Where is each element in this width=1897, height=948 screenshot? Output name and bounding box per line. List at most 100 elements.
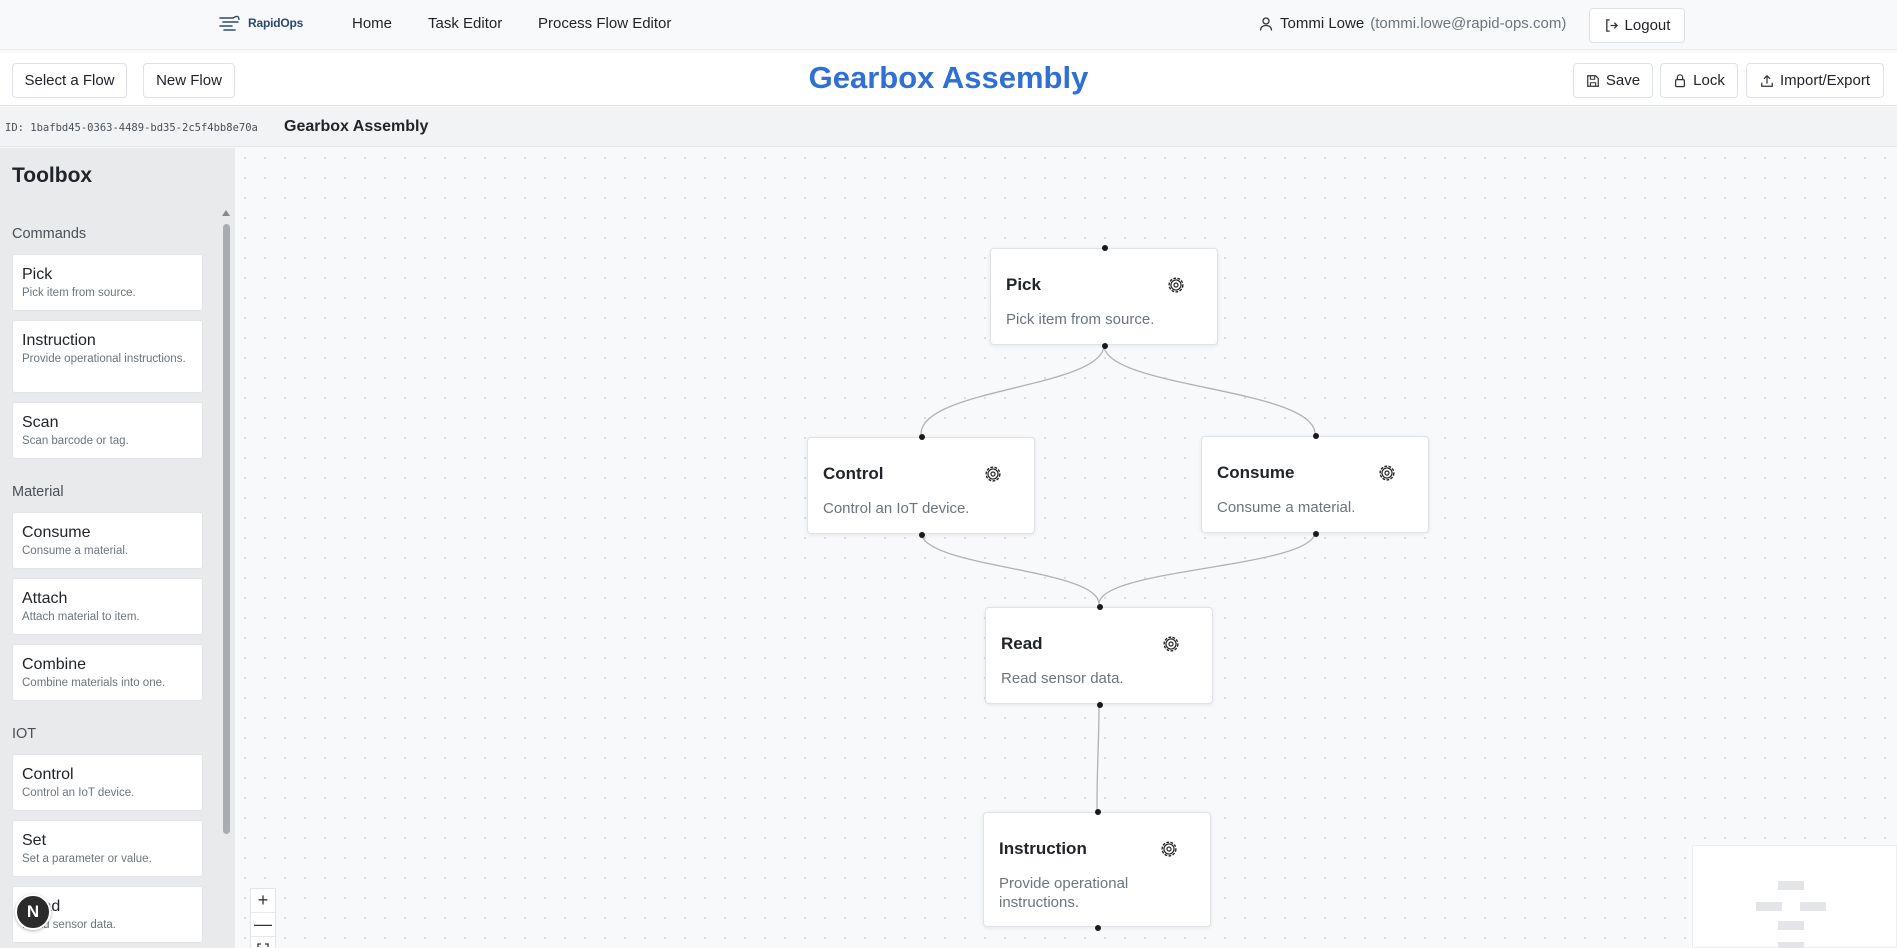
logout-icon	[1605, 19, 1618, 32]
save-label: Save	[1605, 72, 1641, 89]
node-desc: Provide operational instructions.	[999, 875, 1129, 911]
toolbox-item-title: Pick	[22, 266, 53, 283]
nav-link-task-editor[interactable]: Task Editor	[428, 15, 503, 32]
node-handle-top[interactable]	[1313, 433, 1319, 439]
toolbox-item-set[interactable]: Set Set a parameter or value.	[12, 820, 203, 877]
zoom-in-button[interactable]: +	[251, 889, 275, 913]
flow-node-instruction[interactable]: Instruction Provide operational instruct…	[983, 809, 1211, 931]
fit-view-icon	[257, 942, 269, 947]
toolbox-item-combine[interactable]: Combine Combine materials into one.	[12, 644, 203, 701]
toolbox-item-desc: Combine materials into one.	[22, 677, 166, 689]
lock-button[interactable]: Lock	[1660, 63, 1738, 98]
node-handle-bottom[interactable]	[1095, 925, 1101, 931]
minimap-node	[1778, 881, 1804, 890]
toolbox-item-consume[interactable]: Consume Consume a material.	[12, 512, 203, 569]
toolbox-item-desc: Control an IoT device.	[22, 787, 135, 799]
node-desc: Pick item from source.	[1006, 311, 1155, 328]
new-flow-button[interactable]: New Flow	[143, 63, 235, 98]
zoom-out-button[interactable]: —	[251, 913, 275, 937]
flow-canvas[interactable]: Pick Pick item from source. Control Cont…	[235, 148, 1897, 948]
toolbox-item-title: Attach	[22, 590, 68, 607]
node-handle-top[interactable]	[1102, 245, 1108, 251]
edge-consume-read[interactable]	[1098, 531, 1316, 605]
gear-icon[interactable]	[982, 463, 1004, 485]
flow-id: ID: 1bafbd45-0363-4489-bd35-2c5f4bb8e70a	[5, 122, 258, 134]
node-handle-top[interactable]	[1097, 604, 1103, 610]
minimap-node	[1800, 902, 1826, 911]
top-navbar	[0, 0, 1897, 50]
node-desc: Consume a material.	[1217, 499, 1356, 516]
node-handle-bottom[interactable]	[919, 532, 925, 538]
toolbox-item-desc: Attach material to item.	[22, 611, 140, 623]
toolbox-item-desc: Provide operational instructions.	[22, 353, 186, 365]
toolbox-panel: Toolbox Commands Pick Pick item from sou…	[0, 148, 235, 948]
zoom-controls: + —	[250, 888, 276, 948]
gear-icon[interactable]	[1160, 633, 1182, 655]
toolbox-item-scan[interactable]: Scan Scan barcode or tag.	[12, 402, 203, 459]
flow-node-read[interactable]: Read Read sensor data.	[985, 604, 1213, 708]
logout-label: Logout	[1624, 17, 1671, 34]
toolbox-item-title: Control	[22, 766, 74, 783]
edge-pick-control[interactable]	[920, 344, 1105, 435]
logo-wind-icon	[219, 15, 240, 31]
toolbox-item-instruction[interactable]: Instruction Provide operational instruct…	[12, 320, 203, 393]
save-button[interactable]: Save	[1573, 63, 1653, 98]
node-handle-top[interactable]	[919, 434, 925, 440]
nav-link-process-flow-editor[interactable]: Process Flow Editor	[538, 15, 672, 32]
select-flow-button[interactable]: Select a Flow	[12, 63, 127, 98]
toolbox-scrollbar[interactable]	[220, 210, 231, 948]
node-handle-top[interactable]	[1095, 809, 1101, 815]
toolbox-item-title: Instruction	[22, 332, 96, 349]
toolbox-item-title: Scan	[22, 414, 59, 431]
toolbox-item-control[interactable]: Control Control an IoT device.	[12, 754, 203, 811]
flow-name: Gearbox Assembly	[284, 118, 429, 135]
toolbox-item-pick[interactable]: Pick Pick item from source.	[12, 254, 203, 311]
toolbox-item-desc: Set a parameter or value.	[22, 853, 152, 865]
toolbox-item-desc: Pick item from source.	[22, 287, 136, 299]
toolbox-section-material: Material	[12, 484, 64, 500]
flow-node-control[interactable]: Control Control an IoT device.	[807, 434, 1035, 538]
toolbox-item-attach[interactable]: Attach Attach material to item.	[12, 578, 203, 635]
flow-title: Gearbox Assembly	[808, 60, 1089, 95]
edge-control-read[interactable]	[920, 531, 1100, 605]
scroll-thumb[interactable]	[223, 224, 230, 834]
user-info: Tommi Lowe (tommi.lowe@rapid-ops.com)	[1258, 15, 1566, 32]
node-desc: Read sensor data.	[1001, 670, 1124, 687]
flow-edges	[920, 344, 1316, 811]
flow-node-consume[interactable]: Consume Consume a material.	[1201, 433, 1429, 537]
logo-text: RapidOps	[248, 16, 304, 30]
user-avatar[interactable]: N	[15, 894, 51, 930]
toolbox-title: Toolbox	[12, 164, 93, 187]
scroll-up-arrow-icon[interactable]	[222, 210, 230, 216]
user-email: (tommi.lowe@rapid-ops.com)	[1370, 15, 1567, 32]
user-icon	[1259, 16, 1273, 31]
node-handle-bottom[interactable]	[1313, 531, 1319, 537]
app-logo[interactable]: RapidOps	[218, 12, 303, 34]
import-export-button[interactable]: Import/Export	[1746, 63, 1884, 98]
lock-icon	[1675, 74, 1686, 88]
node-title: Instruction	[999, 839, 1087, 858]
gear-icon[interactable]	[1376, 462, 1398, 484]
node-desc: Control an IoT device.	[823, 500, 970, 517]
node-title: Control	[823, 464, 884, 483]
node-title: Read	[1001, 634, 1043, 653]
nav-link-home[interactable]: Home	[352, 15, 393, 32]
node-title: Pick	[1006, 275, 1041, 294]
node-title: Consume	[1217, 463, 1295, 482]
edge-pick-consume[interactable]	[1103, 344, 1316, 435]
toolbox-item-title: Combine	[22, 656, 87, 673]
toolbox-item-desc: Consume a material.	[22, 545, 129, 557]
flow-id-bar	[0, 107, 1897, 147]
flow-node-pick[interactable]: Pick Pick item from source.	[990, 245, 1218, 349]
node-handle-bottom[interactable]	[1097, 702, 1103, 708]
logout-button[interactable]: Logout	[1589, 8, 1685, 43]
import-export-label: Import/Export	[1779, 72, 1871, 89]
minimap[interactable]	[1692, 845, 1897, 948]
gear-icon[interactable]	[1158, 838, 1180, 860]
toolbox-section-iot: IOT	[12, 726, 37, 742]
gear-icon[interactable]	[1165, 274, 1187, 296]
save-icon	[1587, 74, 1599, 87]
node-handle-bottom[interactable]	[1102, 343, 1108, 349]
edge-read-instruction[interactable]	[1096, 701, 1100, 811]
fit-view-button[interactable]	[251, 937, 275, 948]
